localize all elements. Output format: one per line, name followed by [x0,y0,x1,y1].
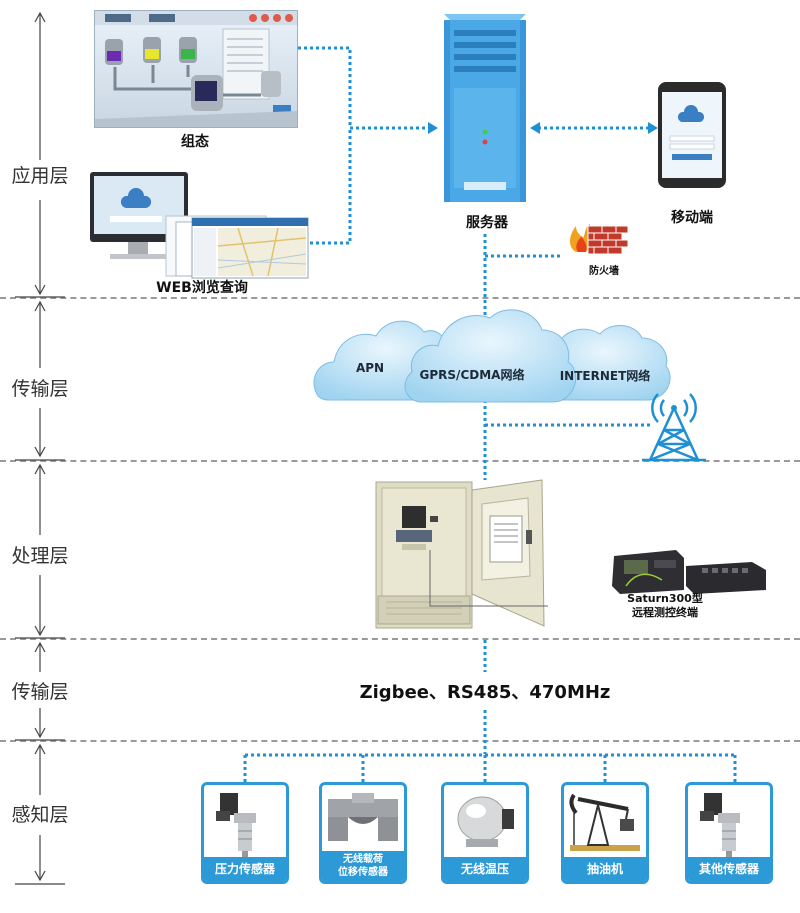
saturn-terminal-image [612,550,766,594]
firewall-label: 防火墙 [589,266,619,277]
scada-illustration [95,11,297,127]
divider-app-transport [0,297,800,299]
server-label: 服务器 [466,215,508,231]
divider-processing-transport [0,638,800,640]
network-apn-label: APN [355,361,385,375]
firewall-icon [570,224,629,255]
sensor-load-label-line1: 无线载荷 [343,854,383,865]
layer-label-processing: 处理层 [0,543,80,569]
sensor-other: 其他传感器 [685,782,773,884]
saturn-terminal-desc-label: 远程测控终端 [632,606,698,619]
web-browser-image [90,172,309,279]
layer-label-application: 应用层 [0,163,80,189]
other-sensor-icon [700,793,740,859]
sensor-load-displacement-label: 无线载荷 位移传感器 [322,851,404,881]
sensor-other-label: 其他传感器 [688,857,770,881]
web-label: WEB浏览查询 [156,280,248,296]
layer-label-sensing: 感知层 [0,802,80,828]
network-gprs-label: GPRS/CDMA网络 [419,368,525,382]
sensor-load-label-line2: 位移传感器 [338,867,388,878]
sensor-wireless-temp-pressure: 无线温压 [441,782,529,884]
pressure-sensor-icon [216,793,256,859]
sensor-wireless-temp-pressure-label: 无线温压 [444,857,526,881]
control-cabinet-image [375,479,548,629]
sensor-load-displacement: 无线载荷 位移传感器 [319,782,407,884]
server-image [444,14,526,202]
mobile-image [658,82,726,188]
field-protocols-label: Zigbee、RS485、470MHz [359,682,611,703]
divider-transport-processing [0,460,800,462]
network-cloud [313,309,671,403]
antenna-tower-icon [642,393,706,462]
load-sensor-icon [328,793,398,841]
pumping-unit-icon [569,793,640,851]
scada-screen-image [94,10,298,128]
sensor-pumping-unit: 抽油机 [561,782,649,884]
sensor-pressure-label: 压力传感器 [204,857,286,881]
layer-label-transport-upper: 传输层 [0,376,80,402]
layer-axis [15,11,65,885]
divider-transport-sensing [0,740,800,742]
network-internet-label: INTERNET网络 [559,369,651,383]
scada-label: 组态 [181,134,209,150]
sensor-pressure: 压力传感器 [201,782,289,884]
wireless-temp-pressure-icon [457,796,514,847]
mobile-label: 移动端 [671,210,713,226]
saturn-terminal-model-label: Saturn300型 [627,592,703,605]
sensor-pumping-unit-label: 抽油机 [564,857,646,881]
layer-label-transport-lower: 传输层 [0,679,80,705]
